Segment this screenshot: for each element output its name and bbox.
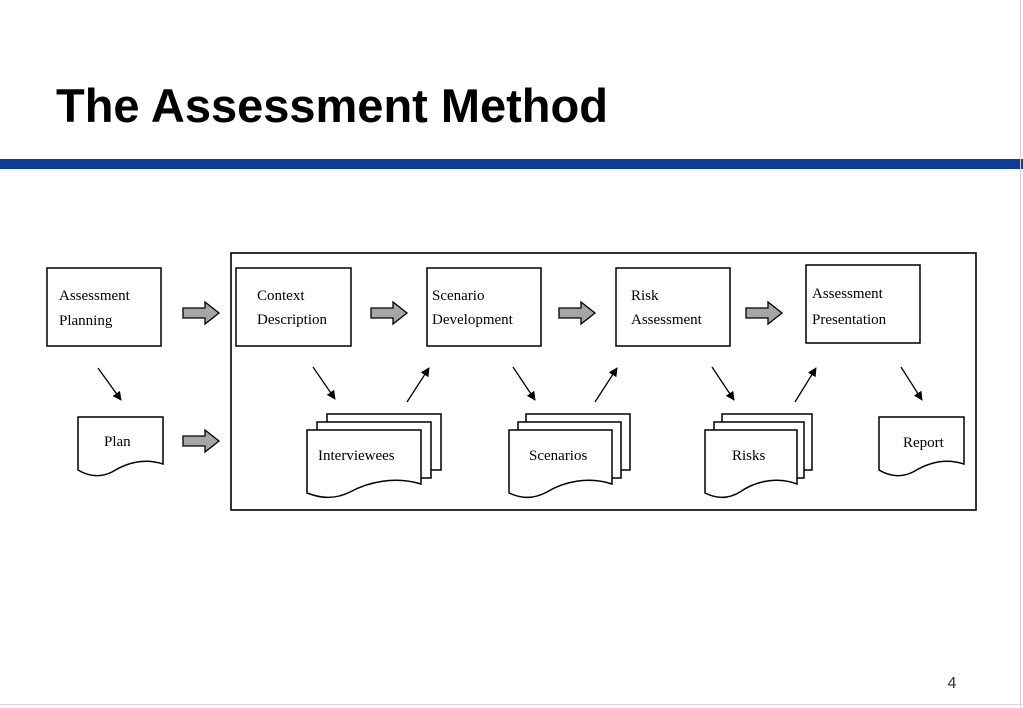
step-assessment-planning-line2: Planning bbox=[59, 313, 113, 329]
arrow-presentation-to-report bbox=[900, 366, 923, 401]
page-number: 4 bbox=[947, 675, 957, 692]
document-scenarios-label: Scenarios bbox=[529, 448, 587, 464]
step-assessment-presentation-line1: Assessment bbox=[812, 286, 884, 302]
document-report-label: Report bbox=[903, 435, 945, 451]
block-arrow-risk-to-presentation bbox=[745, 301, 783, 325]
step-assessment-presentation: Assessment Presentation bbox=[805, 264, 921, 344]
step-risk-assessment-line2: Assessment bbox=[631, 312, 703, 328]
document-report: Report bbox=[878, 416, 965, 477]
arrow-interviewees-to-scenario bbox=[406, 367, 430, 403]
slide-edge-right bbox=[1020, 0, 1021, 708]
arrow-risks-to-presentation bbox=[794, 367, 817, 403]
arrow-risk-to-risks bbox=[711, 366, 735, 401]
arrow-scenarios-to-risk bbox=[594, 367, 618, 403]
document-interviewees-label: Interviewees bbox=[318, 448, 395, 464]
document-plan: Plan bbox=[77, 416, 164, 477]
block-arrow-planning-to-context bbox=[182, 301, 220, 325]
arrow-scenario-to-scenarios bbox=[512, 366, 536, 401]
step-assessment-planning-line1: Assessment bbox=[59, 288, 131, 304]
document-risks-label: Risks bbox=[732, 448, 766, 464]
slide-edge-bottom bbox=[0, 704, 1023, 705]
slide-title: The Assessment Method bbox=[56, 79, 608, 132]
title-underline-bar bbox=[0, 159, 1023, 169]
block-arrow-context-to-scenario bbox=[370, 301, 408, 325]
assessment-scope-frame bbox=[230, 252, 977, 511]
block-arrow-scenario-to-risk bbox=[558, 301, 596, 325]
step-risk-assessment-line1: Risk bbox=[631, 288, 659, 304]
step-assessment-presentation-line2: Presentation bbox=[812, 312, 887, 328]
step-context-description-line1: Context bbox=[257, 288, 305, 304]
document-stack-risks: Risks bbox=[704, 413, 813, 499]
arrow-planning-to-plan bbox=[97, 367, 122, 401]
document-plan-label: Plan bbox=[104, 434, 131, 450]
step-context-description-line2: Description bbox=[257, 312, 327, 328]
step-risk-assessment: Risk Assessment bbox=[615, 267, 731, 347]
step-assessment-planning: Assessment Planning bbox=[46, 267, 162, 347]
document-stack-interviewees: Interviewees bbox=[306, 413, 442, 499]
step-scenario-development: Scenario Development bbox=[426, 267, 542, 347]
document-stack-scenarios: Scenarios bbox=[508, 413, 631, 499]
arrow-context-to-interviewees bbox=[312, 366, 336, 400]
step-context-description: Context Description bbox=[235, 267, 352, 347]
step-scenario-development-line2: Development bbox=[432, 312, 514, 328]
step-scenario-development-line1: Scenario bbox=[432, 288, 484, 304]
block-arrow-plan-to-frame bbox=[182, 429, 220, 453]
